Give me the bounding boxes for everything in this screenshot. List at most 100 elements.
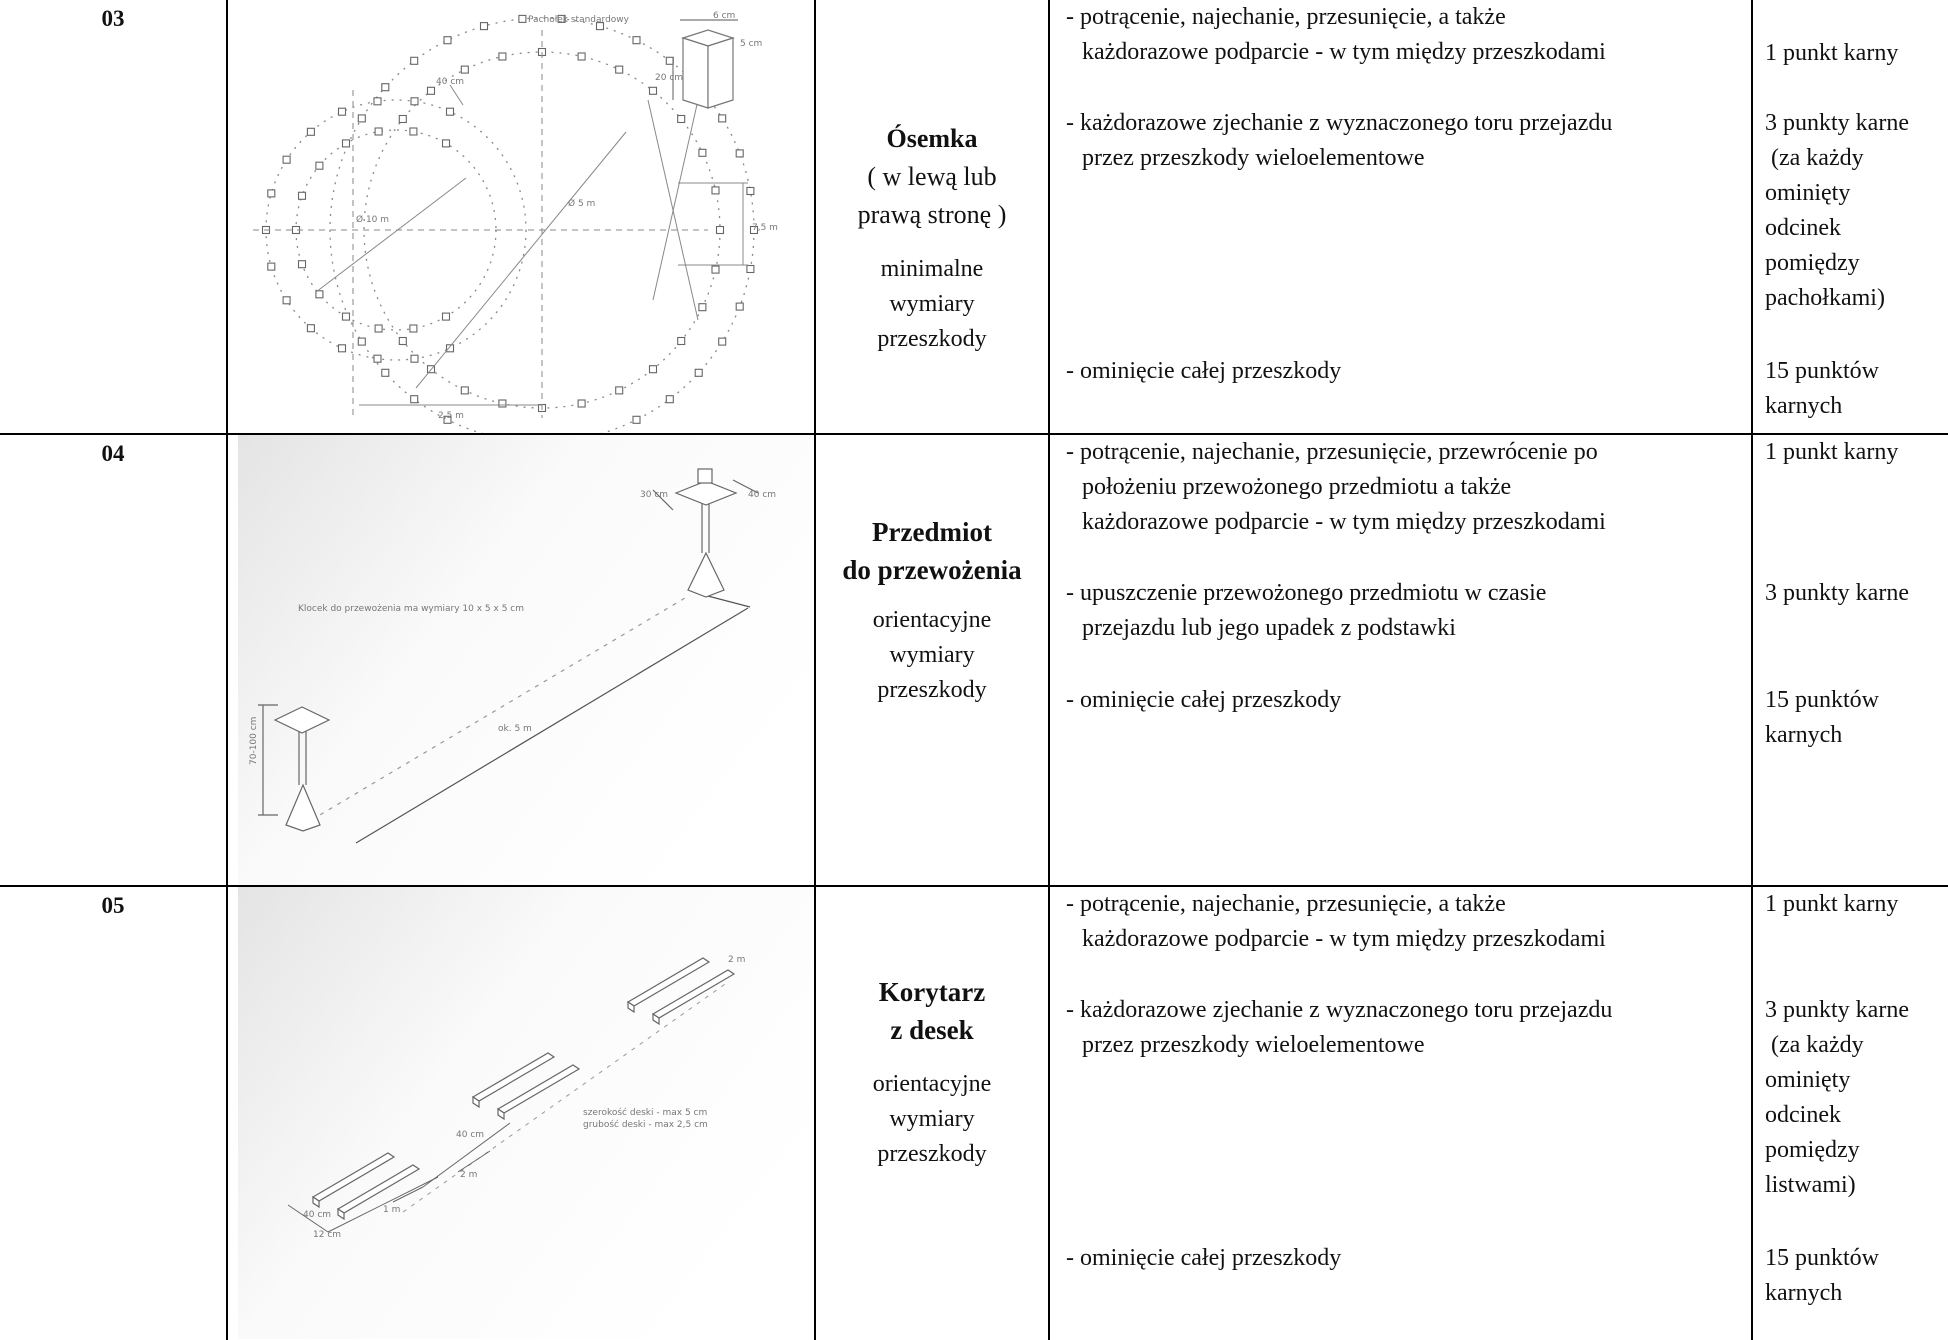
cone-marker (409, 324, 418, 333)
penalty-entry: 15 punktów karnych (1765, 1241, 1948, 1311)
obstacle-title: Ósemka (817, 120, 1047, 158)
cone-marker (518, 14, 527, 23)
penalty-line: karnych (1765, 1280, 1843, 1306)
rule-line: - ominięcie całej przeszkody (1066, 1245, 1342, 1271)
cone-marker (718, 114, 727, 123)
penalty-cell: 1 punkt karny 3 punkty karne (za każdy o… (1751, 0, 1948, 435)
dim-height: 70-100 cm (249, 717, 259, 765)
rule-line: każdorazowe podparcie - w tym między prz… (1082, 926, 1606, 952)
cone-marker (337, 107, 347, 116)
cone-marker (443, 36, 452, 45)
obstacle-title: Korytarz z desek (817, 973, 1047, 1049)
cone-marker (632, 415, 641, 424)
penalty-line: 3 punkty karne (1765, 580, 1909, 606)
title-line: do przewożenia (842, 555, 1022, 585)
penalty-line: karnych (1765, 393, 1843, 419)
cone-marker (315, 290, 324, 299)
rules-cell: - potrącenie, najechanie, przesunięcie, … (1048, 885, 1753, 1340)
cone-marker (577, 52, 586, 61)
dim-r2: Ø 5 m (568, 198, 595, 209)
dims-line: orientacyjne (872, 1071, 992, 1097)
dim-end: 2 m (728, 955, 745, 965)
title-line: Przedmiot (872, 517, 992, 547)
plank-corridor-diagram: szerokość deski - max 5 cm grubość deski… (238, 888, 813, 1339)
cone-marker (373, 97, 382, 106)
penalty-cell: 1 punkt karny 3 punkty karne 15 punktów … (1751, 433, 1948, 887)
cone-marker (373, 354, 382, 363)
cone-marker (694, 368, 703, 377)
dim-w-b: 12 cm (313, 1230, 341, 1240)
penalty-line: (za każdy (1771, 1032, 1864, 1058)
cone-marker (735, 302, 744, 311)
cone-marker (441, 312, 451, 321)
penalty-entry: 15 punktów karnych (1765, 683, 1948, 753)
cone-marker (460, 65, 469, 74)
cone-marker (426, 86, 436, 95)
dim-gap: 40 cm (436, 77, 464, 87)
cone-marker (665, 56, 674, 65)
table-row: 05 (0, 885, 1948, 1340)
table-row: 03 (0, 0, 1948, 435)
cone-marker (410, 97, 419, 106)
cone-marker (267, 189, 276, 198)
cone-marker (498, 52, 507, 61)
cone-marker (498, 399, 507, 408)
rule-line: - każdorazowe zjechanie z wyznaczonego t… (1066, 997, 1613, 1023)
rule-line: przejazdu lub jego upadek z podstawki (1082, 615, 1456, 641)
dims-line: wymiary (889, 1106, 975, 1132)
base-right (687, 551, 725, 598)
cone-marker (698, 148, 707, 157)
cone-marker (374, 127, 383, 136)
dims-line: orientacyjne (872, 607, 992, 633)
obstacle-title: Przedmiot do przewożenia (817, 513, 1047, 589)
dim-w-a: 40 cm (303, 1210, 331, 1220)
cone-marker (374, 324, 383, 333)
cone-marker (715, 225, 725, 235)
cone-marker (479, 22, 489, 31)
rule-entry: - ominięcie całej przeszkody (1066, 1241, 1743, 1276)
cone-marker (341, 139, 351, 148)
dim-length: ok. 5 m (498, 724, 532, 734)
rule-line: każdorazowe podparcie - w tym między prz… (1082, 39, 1606, 65)
cone-marker (445, 107, 455, 116)
penalty-entry: 3 punkty karne (1765, 576, 1948, 611)
figure-eight-diagram: Pachołek standardowy 6 cm 5 cm 20 cm 40 … (253, 11, 778, 432)
rules-cell: - potrącenie, najechanie, przesunięcie, … (1048, 0, 1753, 435)
dim-r1: Ø 10 m (356, 214, 389, 225)
dim-top-b: 40 cm (748, 490, 776, 500)
dim-side: 7,5 m (752, 223, 778, 233)
cone-marker (746, 186, 755, 196)
cone-marker (441, 139, 451, 148)
penalty-line: odcinek (1765, 1102, 1841, 1128)
cone-marker (746, 264, 755, 274)
cone-marker (677, 114, 686, 124)
cone-marker (357, 114, 366, 123)
dims-line: przeszkody (877, 677, 987, 703)
penalty-cell: 1 punkt karny 3 punkty karne (za każdy o… (1751, 885, 1948, 1340)
rule-line: - potrącenie, najechanie, przesunięcie, … (1066, 4, 1506, 30)
cone-marker (409, 127, 418, 136)
penalty-line: pomiędzy (1765, 1137, 1860, 1163)
dimensions-note: orientacyjne wymiary przeszkody (817, 1067, 1047, 1172)
rule-entry: - każdorazowe zjechanie z wyznaczonego t… (1066, 106, 1743, 176)
penalty-line: 3 punkty karne (1765, 110, 1909, 136)
dim-seg-a: 2 m (460, 1170, 477, 1180)
table-row: 04 (0, 433, 1948, 887)
penalty-line: listwami) (1765, 1172, 1856, 1198)
cone-marker (341, 312, 351, 321)
penalty-line: 1 punkt karny (1765, 40, 1899, 66)
plate-right (674, 480, 738, 506)
cone-marker (306, 324, 315, 333)
cone-marker (398, 336, 407, 346)
cone-marker (648, 365, 658, 374)
cone-marker (698, 303, 707, 312)
rule-line: - potrącenie, najechanie, przesunięcie, … (1066, 439, 1598, 465)
rule-entry: - ominięcie całej przeszkody (1066, 354, 1743, 389)
obstacle-name-cell: Ósemka ( w lewą lub prawą stronę ) minim… (814, 0, 1050, 435)
cone-marker (337, 344, 347, 353)
rule-entry: - każdorazowe zjechanie z wyznaczonego t… (1066, 993, 1743, 1063)
dims-line: minimalne (880, 256, 984, 282)
obstacle-figure: szerokość deski - max 5 cm grubość deski… (226, 885, 816, 1340)
board-note-2: grubość deski - max 2,5 cm (583, 1119, 708, 1130)
